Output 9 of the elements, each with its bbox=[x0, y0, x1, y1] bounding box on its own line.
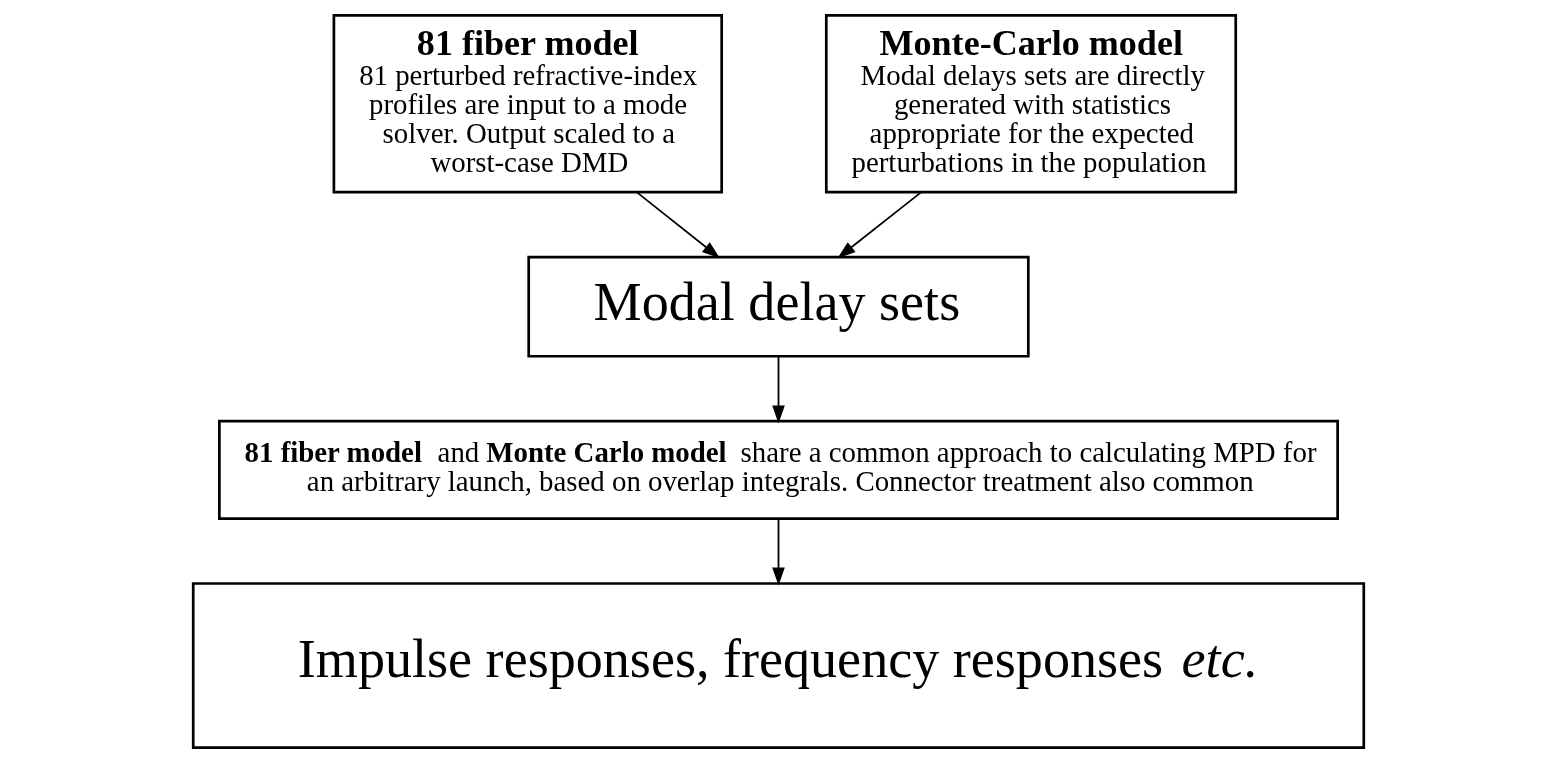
node-box: Modal delay sets bbox=[527, 255, 1030, 358]
arrow bbox=[837, 191, 922, 259]
arrow bbox=[636, 191, 720, 259]
arrow bbox=[772, 517, 785, 586]
node-box: 81 fiber model and Monte Carlo model share a common approach to calculating MPD for an arbitrary launch, based on overlap integrals. Connector treatment also common bbox=[218, 419, 1339, 520]
node-box: Monte-Carlo model Modal delays sets are directly generated with statistics appropriate for the expected perturbations in the population bbox=[824, 14, 1238, 194]
node-box: 81 fiber model 81 perturbed refractive-index profiles are input to a mode solver. Output scaled to a worst-case DMD bbox=[332, 14, 724, 194]
arrow bbox=[772, 355, 785, 424]
node-box: Impulse responses, frequency responses etc. bbox=[191, 582, 1366, 749]
